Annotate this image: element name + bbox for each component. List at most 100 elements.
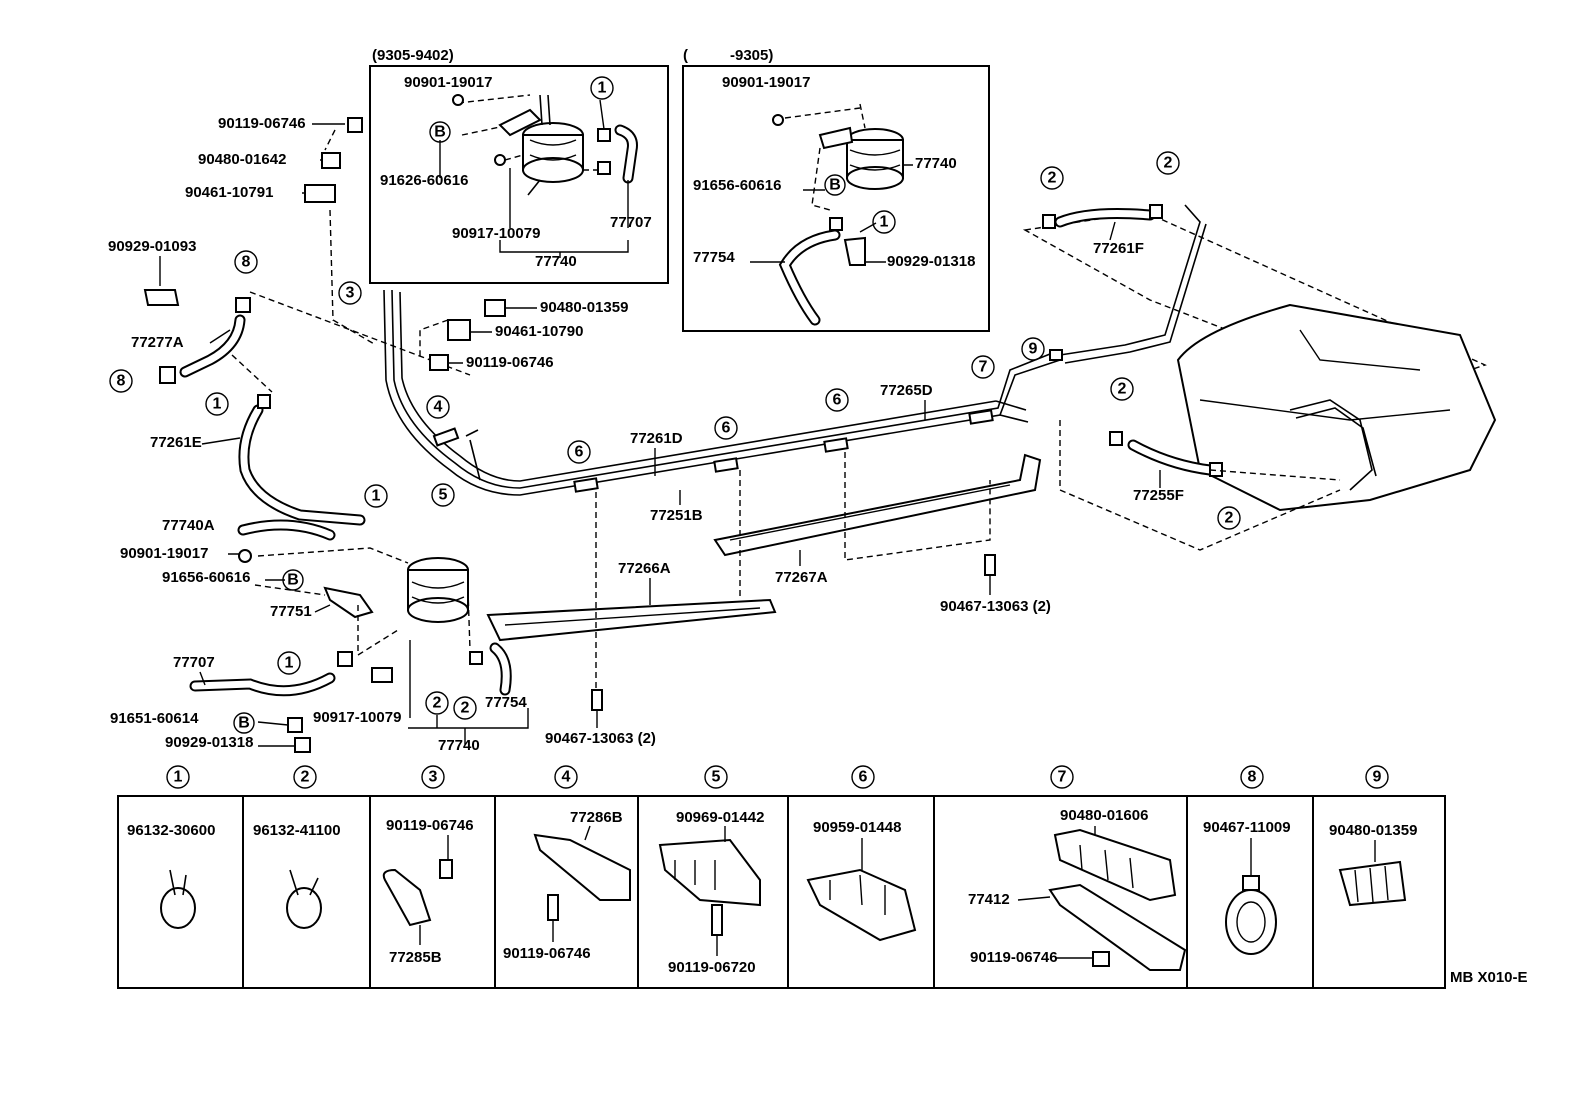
svg-text:6: 6: [833, 392, 842, 409]
callout-1: 1: [205, 392, 229, 416]
svg-text:2: 2: [1164, 155, 1173, 172]
left-lower-canister: 77740A 90901-19017 91656-60616 77751 777…: [110, 484, 529, 754]
inset-left-title: (9305-9402): [372, 47, 454, 64]
legend-part: 90119-06720: [668, 959, 756, 976]
inset-right-label: 90929-01318: [887, 253, 975, 270]
svg-text:5: 5: [712, 769, 721, 786]
legend-part: 90467-11009: [1203, 819, 1291, 836]
svg-text:2: 2: [301, 769, 310, 786]
center-clamps: 90480-01359 90461-10790 90119-06746: [419, 299, 628, 371]
callout-9: 9: [1021, 337, 1045, 361]
svg-text:1: 1: [174, 769, 183, 786]
part-label: 90467-13063 (2): [545, 730, 656, 747]
part-label: 77267A: [775, 569, 828, 586]
part-label: 90461-10791: [185, 184, 273, 201]
inset-right-label: 91656-60616: [693, 177, 781, 194]
part-label: 91651-60614: [110, 710, 199, 727]
callout-1: 1: [364, 484, 388, 508]
legend-cell-2: 2 96132-41100: [253, 765, 341, 929]
part-label: 77707: [173, 654, 215, 671]
callout-3: 3: [338, 281, 362, 305]
callout-b: B: [282, 569, 304, 591]
svg-text:1: 1: [285, 655, 294, 672]
svg-text:2: 2: [1048, 170, 1057, 187]
charcoal-canister-drawing: [750, 103, 913, 326]
part-label: 77277A: [131, 334, 184, 351]
callout-2: 2: [1110, 377, 1134, 401]
svg-text:1: 1: [213, 396, 222, 413]
inset-left-label: 77707: [610, 214, 652, 231]
part-label: 77740: [438, 737, 480, 754]
inset-left-label: 77740: [535, 253, 577, 270]
left-upper-clamps: 90119-06746 90480-01642 90461-10791 9092…: [108, 115, 471, 526]
legend-part: 90119-06746: [970, 949, 1058, 966]
callout-2: 2: [1156, 151, 1180, 175]
callout-1: 1: [277, 651, 301, 675]
part-label: 77265D: [880, 382, 933, 399]
callout-4: 4: [426, 395, 450, 419]
svg-text:4: 4: [562, 769, 571, 786]
callout-2: 2: [1040, 166, 1064, 190]
part-label: 90119-06746: [466, 354, 554, 371]
svg-text:7: 7: [1058, 769, 1067, 786]
legend-cell-4: 4 77286B 90119-06746: [503, 765, 631, 962]
svg-text:9: 9: [1029, 341, 1038, 358]
callout-2: 2: [425, 691, 449, 715]
legend-cell-6: 6 90959-01448: [806, 765, 917, 942]
part-label: 77251B: [650, 507, 703, 524]
inset-right-label: 90901-19017: [722, 74, 810, 91]
inset-left-frame: [369, 65, 669, 284]
svg-text:9: 9: [1373, 769, 1382, 786]
legend-cell-3: 3 90119-06746 77285B: [382, 765, 474, 966]
part-label: 77740A: [162, 517, 215, 534]
legend-part: 90119-06746: [386, 817, 474, 834]
svg-text:5: 5: [439, 487, 448, 504]
fuel-lines: 77261D 77251B 77265D 4 5 6 6 6 7: [383, 204, 1207, 524]
callout-6: 6: [567, 440, 591, 464]
fuel-tank-area: 77261F 77255F 2 2 2 2: [1022, 151, 1497, 551]
legend-cell-7: 7 90480-01606 77412 90119-06746: [968, 765, 1187, 971]
legend-part: 96132-30600: [127, 822, 215, 839]
legend-part: 90959-01448: [813, 819, 901, 836]
svg-text:2: 2: [433, 695, 442, 712]
part-label: 77266A: [618, 560, 671, 577]
part-label: 90480-01642: [198, 151, 286, 168]
legend-cell-9: 9 90480-01359: [1329, 765, 1417, 907]
part-label: 77261D: [630, 430, 683, 447]
inset-right-title-open: (: [683, 47, 688, 64]
legend-part: 90480-01359: [1329, 822, 1417, 839]
part-label: 90119-06746: [218, 115, 306, 132]
callout-1: 1: [872, 210, 896, 234]
callout-6: 6: [714, 416, 738, 440]
legend-table: 1 96132-30600 2 96132-41100 3 90119-0674…: [117, 765, 1446, 989]
svg-text:2: 2: [1118, 381, 1127, 398]
callout-b: B: [429, 121, 451, 143]
svg-text:2: 2: [461, 700, 470, 717]
inset-right-label: 77740: [915, 155, 957, 172]
inset-right-frame: [682, 65, 990, 332]
part-label: 77255F: [1133, 487, 1184, 504]
legend-part: 90480-01606: [1060, 807, 1148, 824]
svg-text:1: 1: [880, 214, 889, 231]
inset-left: (9305-9402) 90901-19017 91626-60616 9091…: [369, 47, 669, 284]
svg-text:6: 6: [859, 769, 868, 786]
svg-text:B: B: [287, 572, 299, 589]
part-label: 90901-19017: [120, 545, 208, 562]
svg-text:6: 6: [722, 420, 731, 437]
legend-part: 77286B: [570, 809, 623, 826]
part-label: 77261F: [1093, 240, 1144, 257]
inset-left-label: 91626-60616: [380, 172, 468, 189]
legend-part: 77285B: [389, 949, 442, 966]
legend-cell-8: 8 90467-11009: [1203, 765, 1291, 955]
part-label: 90929-01318: [165, 734, 253, 751]
part-label: 91656-60616: [162, 569, 250, 586]
svg-text:4: 4: [434, 399, 443, 416]
svg-text:1: 1: [372, 488, 381, 505]
callout-b: B: [824, 174, 846, 196]
svg-text:8: 8: [117, 373, 126, 390]
svg-text:B: B: [829, 177, 841, 194]
svg-text:8: 8: [1248, 769, 1257, 786]
figure-code: MB X010-E: [1450, 969, 1528, 986]
inset-right-title-close: -9305): [730, 47, 773, 64]
part-label: 77261E: [150, 434, 202, 451]
